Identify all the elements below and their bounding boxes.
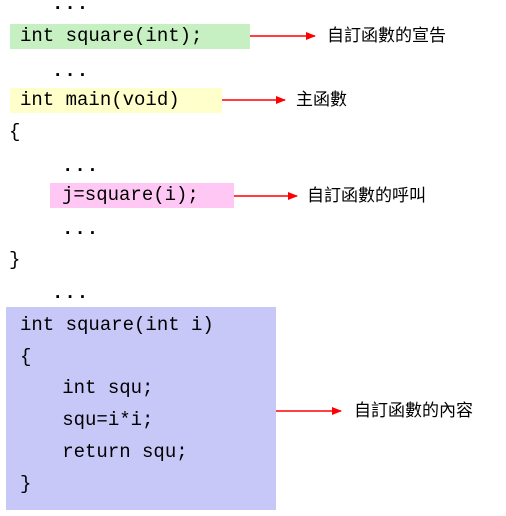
function-body-line-1: int square(int i) bbox=[20, 314, 214, 336]
function-body-line-6: } bbox=[20, 473, 32, 495]
ellipsis-in-main-after: ... bbox=[62, 218, 100, 240]
ellipsis-after-declaration: ... bbox=[52, 60, 90, 82]
function-body-line-4: squ=i*i; bbox=[28, 409, 154, 431]
call-line: j=square(i); bbox=[62, 184, 199, 206]
declaration-line: int square(int); bbox=[20, 25, 203, 47]
ellipsis-in-main-before: ... bbox=[62, 155, 100, 177]
function-body-highlight bbox=[6, 307, 276, 510]
call-highlight bbox=[50, 183, 234, 208]
main-highlight bbox=[10, 88, 222, 113]
main-close-brace: } bbox=[9, 249, 21, 271]
declaration-label: 自訂函數的宣告 bbox=[327, 26, 446, 46]
call-label: 自訂函數的呼叫 bbox=[307, 186, 426, 206]
function-body-line-3: int squ; bbox=[28, 377, 154, 399]
body-label: 自訂函數的內容 bbox=[354, 401, 473, 421]
main-open-brace: { bbox=[9, 121, 21, 143]
function-body-line-5: return squ; bbox=[28, 441, 188, 463]
declaration-highlight bbox=[10, 24, 250, 49]
ellipsis-top: ... bbox=[52, 0, 90, 15]
function-body-line-2: { bbox=[20, 346, 32, 368]
main-signature-line: int main(void) bbox=[20, 89, 180, 111]
main-label: 主函數 bbox=[296, 90, 347, 110]
ellipsis-before-body: ... bbox=[52, 282, 90, 304]
